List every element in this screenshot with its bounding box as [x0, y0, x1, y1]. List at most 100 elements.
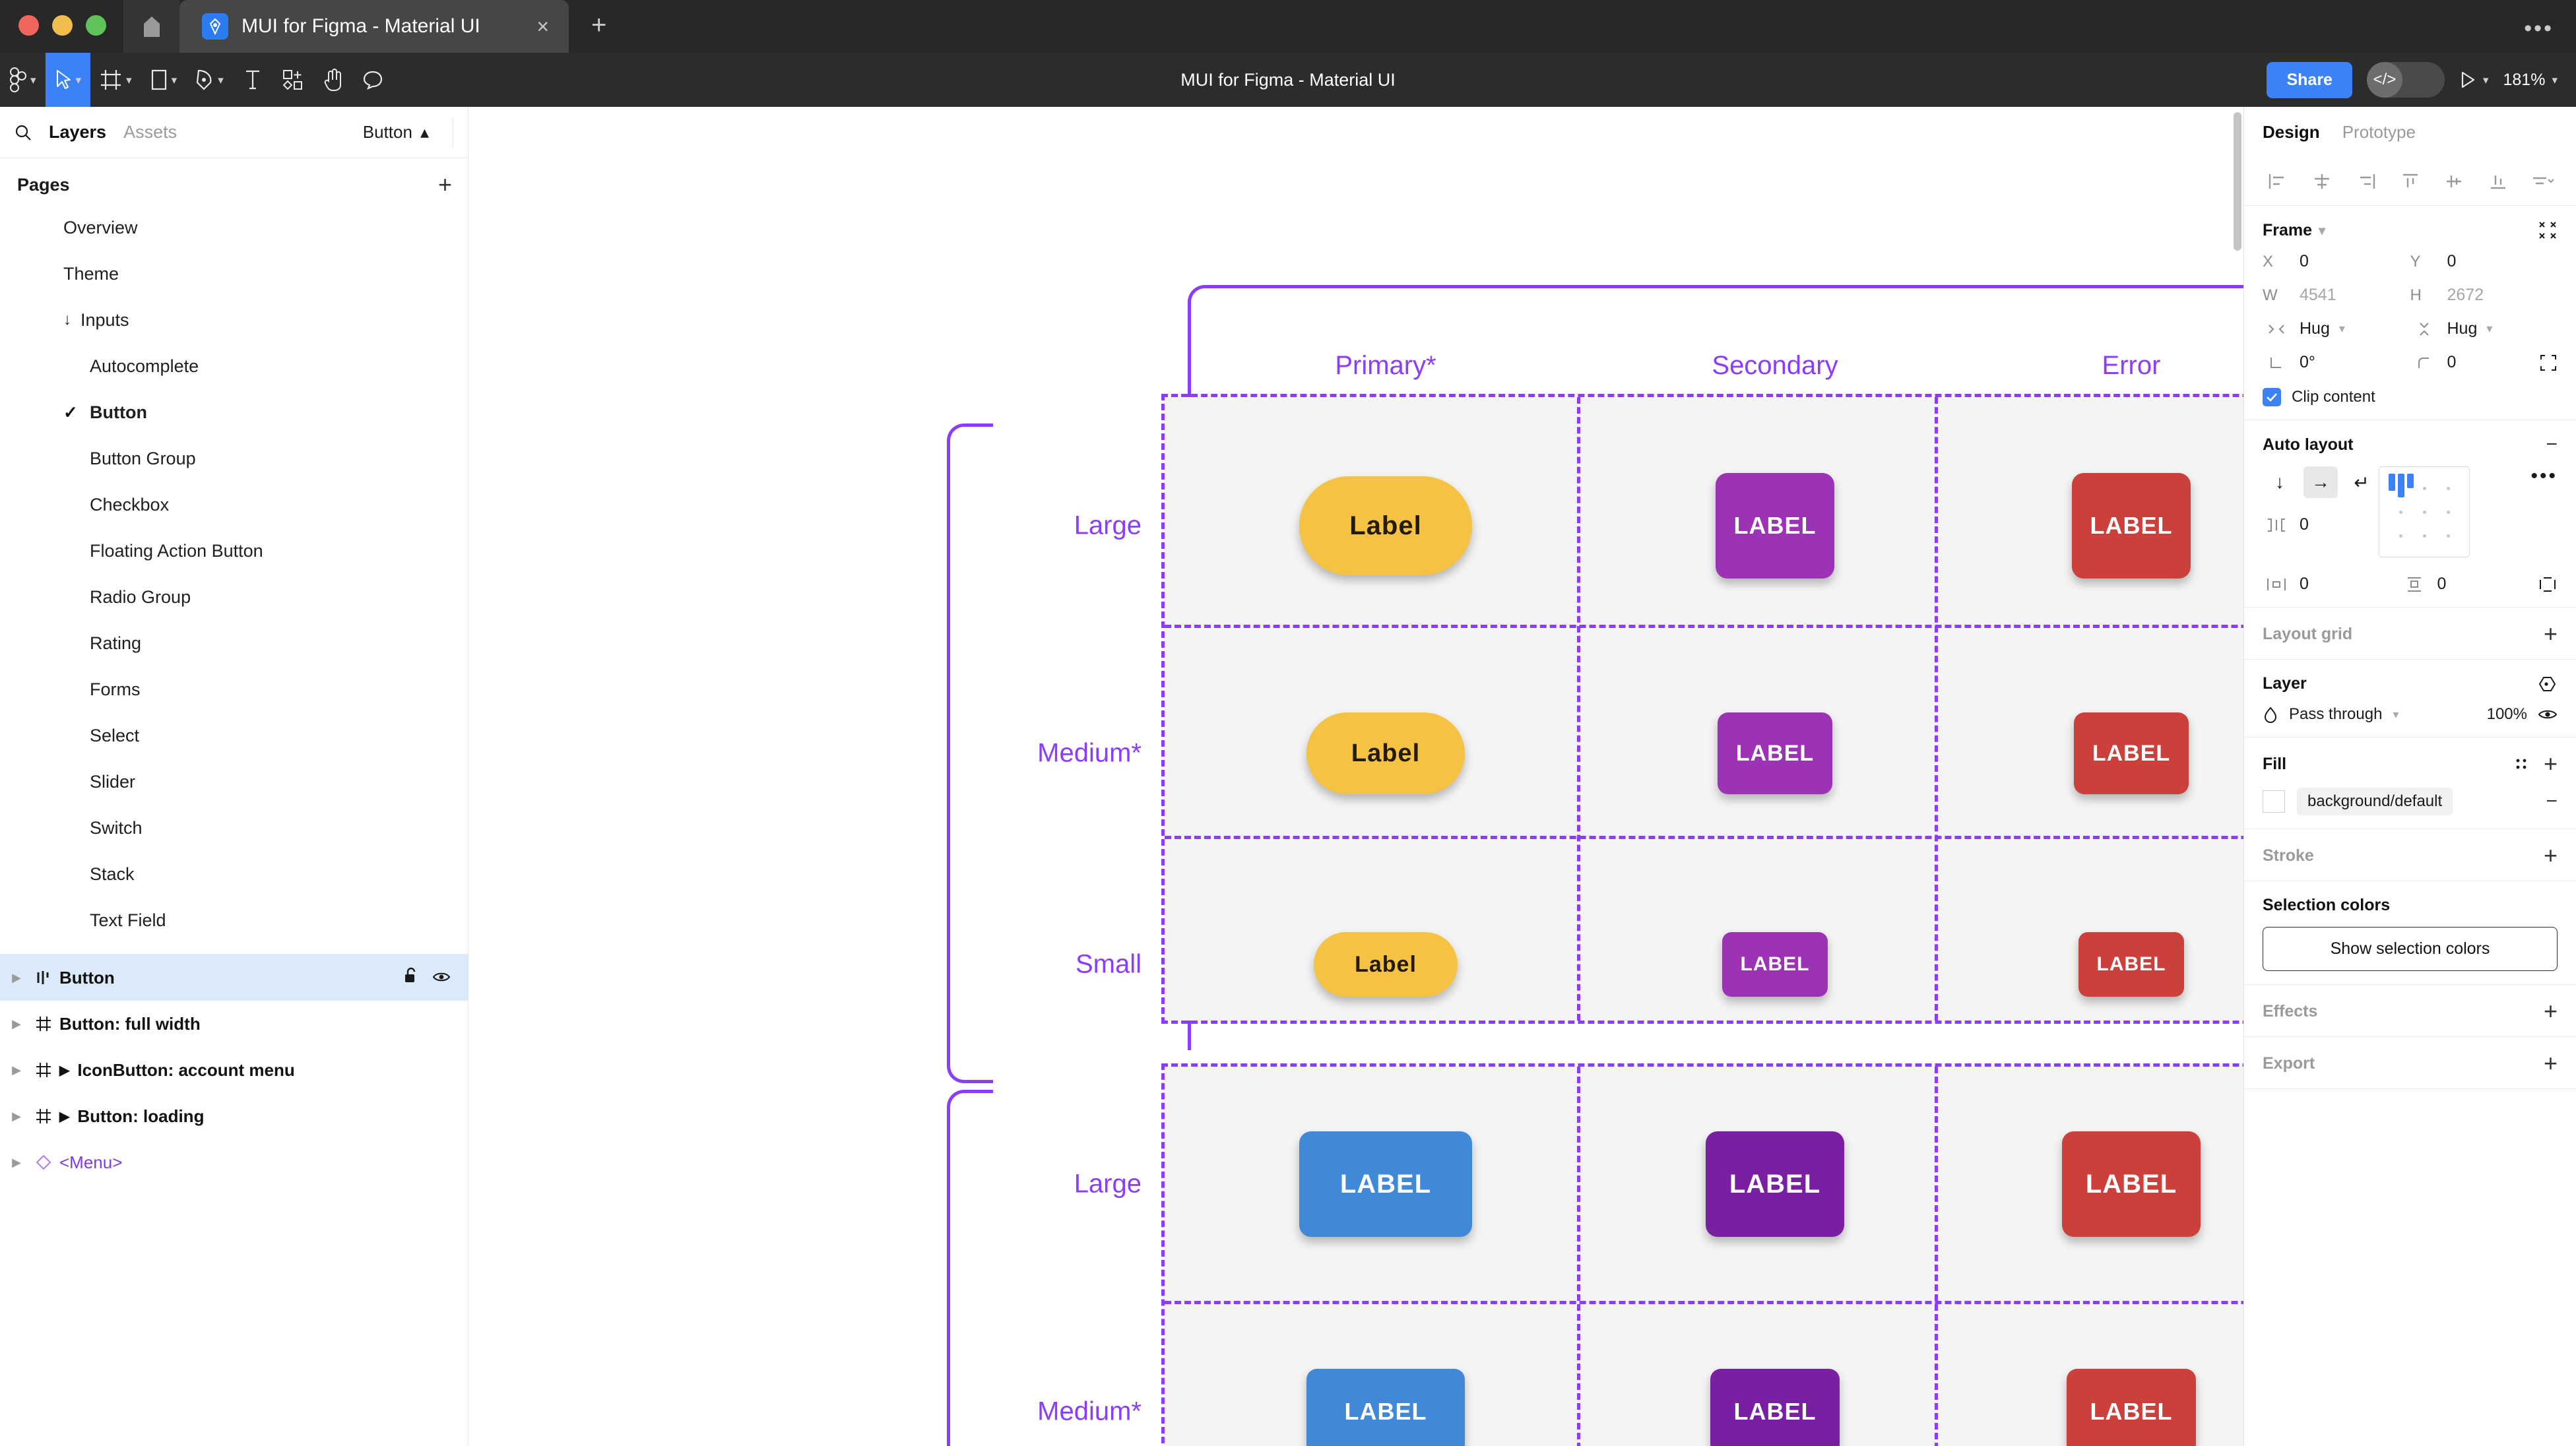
blend-mode-value[interactable]: Pass through — [2289, 705, 2383, 723]
direction-horizontal-icon[interactable]: → — [2303, 466, 2338, 498]
chevron-right-icon[interactable]: ▶ — [12, 1063, 21, 1077]
zoom-level-control[interactable]: 181% ▾ — [2503, 71, 2558, 90]
chevron-right-icon[interactable]: ▶ — [12, 970, 21, 984]
figma-canvas[interactable]: Contained Primary*SecondaryErrorWarningL… — [468, 107, 2243, 1446]
pen-tool-icon[interactable]: ▾ — [186, 53, 233, 107]
chevron-right-icon[interactable]: ▶ — [12, 1109, 21, 1123]
opacity-value[interactable]: 100% — [2486, 705, 2527, 723]
add-layout-grid-icon[interactable]: + — [2543, 620, 2558, 647]
resize-to-fit-icon[interactable] — [2538, 220, 2558, 240]
vertical-padding-field[interactable]: 0 — [2400, 575, 2538, 594]
direction-wrap-icon[interactable]: ↵ — [2354, 472, 2369, 493]
width-field[interactable]: W 4541 — [2263, 286, 2410, 305]
layer-row[interactable]: ▶<Menu> — [0, 1139, 468, 1185]
new-tab-button[interactable]: + — [591, 11, 607, 40]
alignment-pad[interactable] — [2379, 466, 2470, 557]
close-tab-icon[interactable]: × — [536, 15, 549, 38]
page-item-overview[interactable]: Overview — [0, 204, 468, 251]
add-effect-icon[interactable]: + — [2543, 997, 2558, 1024]
browser-tab[interactable]: MUI for Figma - Material UI × — [179, 0, 569, 53]
present-button[interactable]: ▾ — [2459, 71, 2489, 89]
figma-menu-icon[interactable]: ▾ — [0, 53, 46, 107]
auto-layout-more-icon[interactable]: ••• — [2530, 465, 2558, 487]
chevron-down-icon[interactable]: ▾ — [2319, 223, 2326, 238]
page-item-stack[interactable]: Stack — [0, 851, 468, 897]
layer-settings-icon[interactable] — [2538, 676, 2558, 693]
horizontal-resizing-field[interactable]: Hug ▾ — [2263, 319, 2410, 338]
chevron-down-icon[interactable]: ▾ — [30, 73, 36, 86]
row-header-large[interactable]: Large — [1074, 511, 1142, 540]
align-horizontal-center-icon[interactable] — [2300, 173, 2344, 190]
browser-menu-icon[interactable]: ••• — [2524, 16, 2554, 41]
close-window-button[interactable] — [18, 15, 39, 36]
remove-fill-icon[interactable]: − — [2546, 790, 2558, 812]
hand-tool-icon[interactable] — [313, 53, 353, 107]
layer-row[interactable]: ▶▶IconButton: account menu — [0, 1047, 468, 1093]
add-fill-icon[interactable]: + — [2543, 750, 2558, 777]
fill-swatch[interactable] — [2263, 790, 2285, 813]
expand-triangle-icon[interactable]: ▶ — [59, 1109, 70, 1124]
show-selection-colors-button[interactable]: Show selection colors — [2263, 927, 2558, 971]
resources-tool-icon[interactable] — [273, 53, 313, 107]
preview-button[interactable]: LABEL — [2072, 473, 2191, 579]
chevron-right-icon[interactable]: ▶ — [12, 1017, 21, 1030]
preview-button[interactable]: LABEL — [1722, 932, 1828, 997]
page-item-button[interactable]: ✓Button — [0, 389, 468, 435]
page-item-autocomplete[interactable]: Autocomplete — [0, 343, 468, 389]
minimize-window-button[interactable] — [52, 15, 73, 36]
preview-button[interactable]: LABEL — [1716, 473, 1834, 579]
visibility-eye-icon[interactable] — [2538, 707, 2558, 722]
move-tool-icon[interactable]: ▾ — [45, 53, 91, 107]
tab-prototype[interactable]: Prototype — [2342, 121, 2416, 142]
preview-button[interactable]: LABEL — [2078, 932, 2184, 997]
direction-vertical-icon[interactable]: ↓ — [2275, 472, 2284, 492]
row-header-small[interactable]: Small — [1075, 949, 1142, 979]
preview-button[interactable]: LABEL — [1306, 1369, 1465, 1446]
row-header-large[interactable]: Large — [1074, 1169, 1142, 1199]
page-item-slider[interactable]: Slider — [0, 759, 468, 805]
page-item-checkbox[interactable]: Checkbox — [0, 482, 468, 528]
expand-triangle-icon[interactable]: ▶ — [59, 1063, 70, 1078]
preview-button[interactable]: LABEL — [2062, 1131, 2201, 1237]
column-header-primary[interactable]: Primary* — [1335, 351, 1436, 380]
chevron-down-icon[interactable]: ▾ — [126, 73, 132, 86]
chevron-down-icon[interactable]: ▾ — [75, 73, 82, 86]
shape-tool-icon[interactable]: ▾ — [141, 53, 187, 107]
distribute-menu-icon[interactable] — [2520, 173, 2564, 190]
page-item-rating[interactable]: Rating — [0, 620, 468, 666]
page-item-text-field[interactable]: Text Field — [0, 897, 468, 943]
chevron-down-icon[interactable]: ▾ — [2482, 73, 2489, 86]
align-top-icon[interactable] — [2388, 173, 2432, 190]
page-item-floating-action-button[interactable]: Floating Action Button — [0, 528, 468, 574]
preview-button[interactable]: LABEL — [1706, 1131, 1844, 1237]
page-item-inputs[interactable]: ↓Inputs — [0, 297, 468, 343]
page-item-button-group[interactable]: Button Group — [0, 435, 468, 482]
chevron-down-icon[interactable]: ▾ — [2552, 73, 2558, 86]
unlock-icon[interactable] — [403, 967, 419, 989]
chevron-right-icon[interactable]: ▶ — [12, 1155, 21, 1169]
chevron-down-icon[interactable]: ▾ — [2393, 707, 2399, 721]
preview-button[interactable]: LABEL — [2067, 1369, 2196, 1446]
preview-button[interactable]: LABEL — [1299, 1131, 1472, 1237]
preview-button[interactable]: LABEL — [2074, 712, 2189, 794]
page-item-switch[interactable]: Switch — [0, 805, 468, 851]
preview-button[interactable]: Label — [1299, 476, 1472, 575]
align-right-icon[interactable] — [2344, 173, 2388, 190]
add-export-icon[interactable]: + — [2543, 1050, 2558, 1077]
visibility-eye-icon[interactable] — [432, 968, 451, 988]
chevron-down-icon[interactable]: ▾ — [218, 73, 224, 86]
fill-styles-icon[interactable] — [2513, 756, 2529, 772]
individual-padding-icon[interactable] — [2538, 575, 2558, 594]
independent-corners-icon[interactable] — [2539, 354, 2558, 372]
chevron-down-icon[interactable]: ▾ — [171, 73, 177, 86]
y-field[interactable]: Y 0 — [2410, 252, 2558, 271]
row-header-medium[interactable]: Medium* — [1037, 1397, 1142, 1426]
corner-radius-field[interactable]: 0 — [2410, 353, 2558, 372]
layer-row[interactable]: ▶Button: full width — [0, 1001, 468, 1047]
clip-content-row[interactable]: Clip content — [2263, 388, 2558, 406]
remove-auto-layout-icon[interactable]: − — [2546, 433, 2558, 455]
text-tool-icon[interactable] — [233, 53, 273, 107]
preview-button[interactable]: LABEL — [1710, 1369, 1840, 1446]
canvas-scrollbar[interactable] — [2234, 112, 2241, 251]
layer-row[interactable]: ▶▶Button: loading — [0, 1093, 468, 1139]
